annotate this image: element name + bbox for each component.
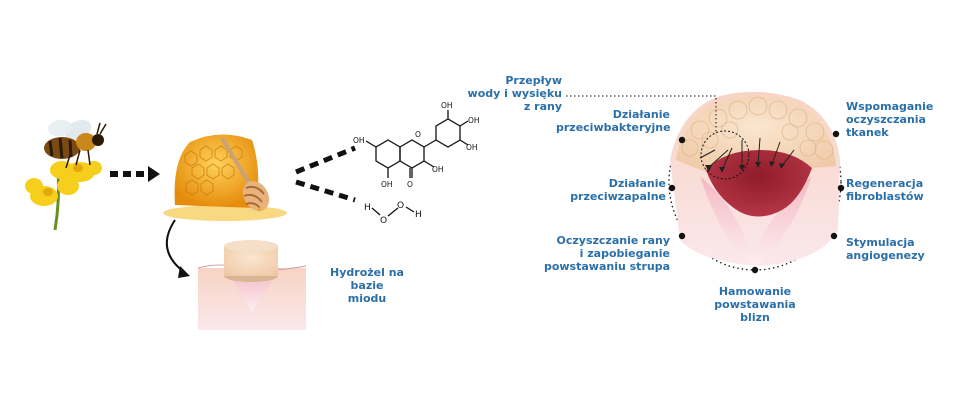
label-antibacterial-line-1: Działanie bbox=[612, 108, 670, 121]
label-antibacterial: Działanie przeciwbakteryjne bbox=[556, 108, 671, 134]
wound-cross-section-icon bbox=[668, 91, 842, 271]
honey-dipper-icon bbox=[220, 136, 270, 212]
label-scar: Hamowanie powstawania blizn bbox=[700, 285, 810, 324]
label-antiinflammatory-line-2: przeciwzapalne bbox=[570, 190, 666, 203]
hydrogel-pad-icon bbox=[224, 240, 278, 282]
atom-o-keto: O bbox=[407, 180, 413, 189]
atom-h-2: H bbox=[415, 210, 422, 220]
label-flow-line-3: z rany bbox=[523, 100, 562, 113]
dashed-arrow-honey bbox=[110, 166, 160, 182]
label-cleaning-line-2: i zapobieganie bbox=[579, 247, 670, 260]
atom-h-1: H bbox=[364, 203, 371, 213]
label-hydrogel-line-1: Hydrożel na bazie bbox=[330, 266, 404, 292]
label-scar-line-1: Hamowanie bbox=[718, 285, 792, 298]
label-antiinflammatory-line-1: Działanie bbox=[608, 177, 666, 190]
label-antiinflammatory: Działanie przeciwzapalne bbox=[556, 177, 666, 203]
atom-oh-1: OH bbox=[353, 136, 365, 145]
label-cleaning: Oczyszczanie rany i zapobieganie powstaw… bbox=[526, 234, 670, 273]
atom-oh-4: OH bbox=[466, 143, 478, 152]
label-fibroblast: Regeneracja fibroblastów bbox=[846, 177, 956, 203]
label-angio: Stymulacja angiogenezy bbox=[846, 236, 956, 262]
flavonoid-atom-labels: OH OH OH OH OH O O OH bbox=[353, 101, 480, 189]
atom-o-1: O bbox=[380, 216, 387, 226]
label-tissue-line-2: oczyszczania bbox=[846, 113, 926, 126]
atom-oh-5: OH bbox=[381, 180, 393, 189]
flavonoid-molecule bbox=[365, 110, 469, 178]
curved-arrow-hydrogel bbox=[165, 219, 190, 278]
label-fibroblast-line-1: Regeneracja bbox=[846, 177, 924, 190]
label-hydrogel: Hydrożel na bazie miodu bbox=[312, 266, 422, 305]
label-scar-line-2: powstawania bbox=[714, 298, 796, 311]
atom-o-ring: O bbox=[415, 130, 421, 139]
atom-oh-6: OH bbox=[432, 165, 444, 174]
label-flow-line-2: wody i wysięku bbox=[467, 87, 562, 100]
label-flow-line-1: Przepływ bbox=[505, 74, 562, 87]
label-antibacterial-line-2: przeciwbakteryjne bbox=[556, 121, 671, 134]
dotted-inner-circle bbox=[700, 130, 750, 180]
label-fibroblast-line-2: fibroblastów bbox=[846, 190, 924, 203]
flower-icon bbox=[25, 161, 102, 231]
label-tissue: Wspomaganie oczyszczania tkanek bbox=[846, 100, 956, 139]
label-cleaning-line-1: Oczyszczanie rany bbox=[556, 234, 670, 247]
label-scar-line-3: blizn bbox=[740, 311, 770, 324]
peroxide-molecule: H O O H bbox=[364, 201, 422, 226]
label-hydrogel-line-2: miodu bbox=[347, 292, 387, 305]
bee-icon bbox=[44, 119, 107, 169]
dashed-lines-molecules bbox=[295, 145, 356, 203]
atom-o-2: O bbox=[397, 201, 404, 211]
atom-oh-3: OH bbox=[468, 116, 480, 125]
atom-oh-2: OH bbox=[441, 101, 453, 110]
label-tissue-line-3: tkanek bbox=[846, 126, 889, 139]
honeycomb-icon bbox=[163, 134, 287, 221]
label-angio-line-2: angiogenezy bbox=[846, 249, 925, 262]
label-cleaning-line-3: powstawaniu strupa bbox=[543, 260, 670, 273]
label-flow: Przepływ wody i wysięku z rany bbox=[452, 74, 562, 113]
label-tissue-line-1: Wspomaganie bbox=[846, 100, 934, 113]
ring-markers bbox=[668, 130, 845, 274]
label-angio-line-1: Stymulacja bbox=[846, 236, 915, 249]
